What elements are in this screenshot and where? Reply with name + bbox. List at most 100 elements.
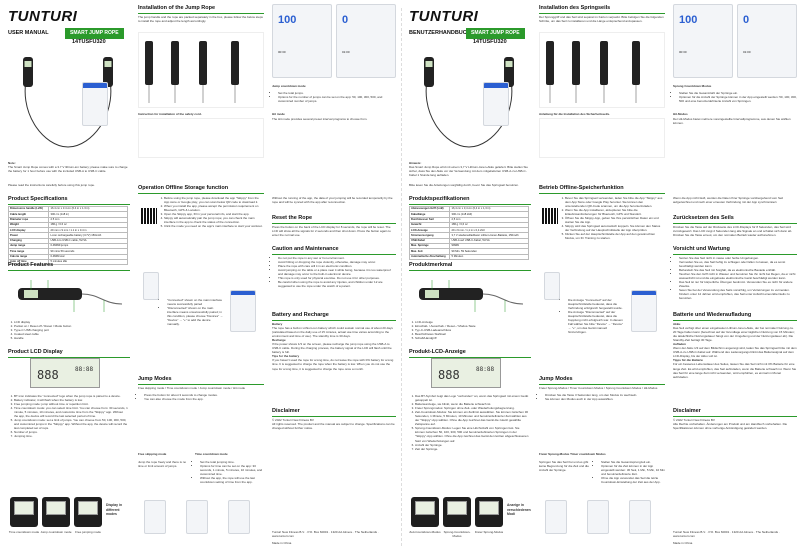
install-title: Installation of the Jump Rope bbox=[138, 5, 264, 15]
app-jump-count-2: 0 bbox=[342, 14, 349, 26]
mode-device-1 bbox=[10, 497, 38, 527]
mode-caption-3: Freier Sprung-Modus bbox=[474, 530, 504, 534]
svg-text:88:88: 88:88 bbox=[75, 366, 93, 373]
storage-steps-item: Bevor Sie das Springseil verwenden, lade… bbox=[565, 196, 665, 208]
lcd-list-item: Free jumping mode: jump without time or … bbox=[14, 402, 128, 406]
time-countdown-list-item: Optionen für die Zeit können in der App … bbox=[601, 464, 665, 476]
time-countdown-list: Set the total jumping time.Options for t… bbox=[196, 460, 264, 484]
caution-list-item: Place the rope with care will it in an e… bbox=[278, 264, 396, 268]
app-screens: 100 00:30 0 01:00 bbox=[673, 4, 797, 82]
note-block: Hinweis:Das Smart Jump Rope wird mit ein… bbox=[409, 161, 528, 178]
features-list-item: Handle bbox=[14, 336, 128, 340]
caution-list-item: Be careful when using the rope to avoid … bbox=[278, 280, 396, 288]
install-cord-diagram bbox=[539, 118, 665, 158]
time-countdown-list-item: Set the total jumping time. bbox=[200, 460, 264, 464]
lcd-list-item: Jumping time. bbox=[14, 434, 128, 438]
install-diagram bbox=[138, 32, 264, 108]
features-list-item: LCD-Anzeige bbox=[415, 320, 529, 324]
mode-caption-3: Free jumping mode bbox=[75, 530, 101, 534]
app-screen-1: 100 00:30 bbox=[272, 4, 332, 78]
reset-text: Press the button on the back of the LCD … bbox=[272, 225, 391, 238]
mode-caption-2: Jump countdown mode bbox=[40, 530, 72, 534]
storage-steps-item: Skippy wird das Springseil automatisch k… bbox=[565, 224, 665, 232]
manual-label: USER MANUAL bbox=[8, 30, 49, 36]
mode-phones bbox=[138, 500, 264, 544]
caution-title: Caution and Maintenance bbox=[272, 246, 396, 256]
read-instructions: Bitte lesen Sie die Anleitungen sorgfält… bbox=[409, 183, 519, 187]
spec-value: 5 minutes idle bbox=[48, 258, 128, 266]
lcd-list: BT icon indicates the "connected" logo w… bbox=[10, 394, 128, 439]
free-mode-text: Jump the rope freely and there is no tim… bbox=[138, 460, 187, 469]
svg-text:88:88: 88:88 bbox=[476, 366, 494, 373]
features-list-item: Schaft/Handgriff bbox=[415, 336, 529, 340]
jump-modes-rope bbox=[539, 408, 665, 450]
mode-device-2 bbox=[42, 497, 70, 527]
app-timer-2: 01:00 bbox=[743, 50, 751, 54]
features-list-item: Beschichtetes Stahlseil bbox=[415, 332, 529, 336]
time-countdown-list-item: Ohne die App verwendet das Seil die letz… bbox=[601, 476, 665, 484]
model-number: 14TUSFU320 bbox=[473, 39, 507, 45]
mode-caption-1: Time countdown mode bbox=[8, 530, 40, 534]
app-jump-count-2: 0 bbox=[743, 14, 750, 26]
jump-modes-title: Jump Modes bbox=[138, 376, 264, 386]
mode-device-2 bbox=[443, 497, 471, 527]
hit-mode-label: Hit mode bbox=[272, 112, 285, 116]
lcd-list-item: Zeit der Sprünge. bbox=[415, 447, 529, 451]
lcd-list-item: Das BT-Symbol zeigt das Logo "verbunden"… bbox=[415, 394, 529, 402]
spec-title: Product Specifications bbox=[8, 196, 130, 206]
note-block: Note:The Smart Jump Rope comes with a 3.… bbox=[8, 161, 128, 174]
reset-title: Reset the Rope bbox=[272, 215, 396, 225]
install-cord-diagram bbox=[138, 118, 264, 158]
jump-countdown-list: Set the total jumps.Options for the numb… bbox=[274, 91, 396, 103]
jump-modes-title: Jump Modes bbox=[539, 376, 665, 386]
features-list-item: Typ-C-USB-Ladeanschluss bbox=[415, 328, 529, 332]
free-mode-title: Freier Sprung-Modus Timer countdown Modu… bbox=[539, 452, 606, 456]
jump-modes-list: Press the button for about 3 seconds to … bbox=[140, 393, 264, 401]
caution-list-item: Das Seil ist nur für körperliche Übungen… bbox=[679, 280, 797, 288]
mode-devices: Display in different modes Time countdow… bbox=[8, 495, 130, 540]
mode-devices: Anzeige in verschiedenen Modi Zeit-Count… bbox=[409, 495, 531, 540]
hit-mode-label: Hit-Modus bbox=[673, 112, 688, 116]
storage-steps-item: Before using the jump rope, please downl… bbox=[164, 196, 264, 204]
features-title: Produktmerkmal bbox=[409, 262, 531, 272]
install-text: Der Sprunggriff und das Seil sind separa… bbox=[539, 15, 664, 24]
footer-address: Tunturi New Fitness B.V. · P.O. Box 6000… bbox=[673, 530, 780, 539]
install-diagram bbox=[539, 32, 665, 108]
free-mode-title: Free skipping mode bbox=[138, 452, 167, 456]
storage-steps-item: Open the Skippy app, fill in your person… bbox=[164, 212, 264, 216]
spec-table: Abmessungen Griff (LxB)16,4 cm x 3,4 cm … bbox=[408, 205, 529, 260]
lcd-title: Product LCD Display bbox=[8, 349, 130, 359]
jump-rope-illustration bbox=[23, 57, 113, 148]
caution-list: Do not put the rope in any wet or hot en… bbox=[274, 256, 396, 288]
lcd-display-diagram: 888 88:88 bbox=[431, 358, 501, 388]
jump-rope-illustration bbox=[424, 57, 514, 148]
product-badge: SMART JUMP ROPE bbox=[65, 28, 124, 39]
free-mode-text: Springen Sie das Seil frei und es gibt k… bbox=[539, 460, 589, 473]
svg-text:888: 888 bbox=[37, 368, 59, 382]
app-phone-preview bbox=[483, 82, 509, 126]
connect-notes-item: "Disconnected" shown on the main interfa… bbox=[167, 306, 223, 326]
caution-list-item: Tauchen Sie den Griff nicht in Wasser un… bbox=[679, 272, 797, 280]
caution-title: Vorsicht und Wartung bbox=[673, 246, 797, 256]
read-instructions: Please read the instructions carefully b… bbox=[8, 183, 95, 187]
lcd-title: Produkt-LCD-Anzeige bbox=[409, 349, 531, 359]
battery-title: Batterie und Wiederaufladung bbox=[673, 312, 797, 322]
app-main-screen bbox=[544, 272, 560, 300]
caution-list-item: Do not put the rope in any wet or hot en… bbox=[278, 256, 396, 260]
storage-steps-item: Klicken Sie auf der Hauptschnittstelle d… bbox=[565, 232, 665, 240]
time-countdown-title: Time countdown mode bbox=[195, 452, 228, 456]
app-jump-count: 100 bbox=[679, 14, 698, 26]
caution-list-item: Setzen Sie das Seil nicht in nasse oder … bbox=[679, 256, 797, 260]
storage-steps: Bevor Sie das Springseil verwenden, lade… bbox=[561, 196, 665, 241]
offline-text: Wenn die App nicht läuft, werden die Dat… bbox=[673, 196, 784, 205]
caution-list-item: Avoid jumping on the table or a place ne… bbox=[278, 268, 396, 276]
connect-notes: "Connected" shown on the main interface … bbox=[163, 298, 223, 326]
product-image bbox=[14, 52, 122, 152]
footer-address: Tunturi New Fitness B.V. · P.O. Box 6000… bbox=[272, 530, 379, 539]
manual-label: BENUTZERHANDBUCH bbox=[409, 30, 471, 36]
mode-phone-2 bbox=[587, 500, 609, 534]
lcd-list-item: Number of jumps. bbox=[14, 430, 128, 434]
footer-made-in: Made in China bbox=[272, 541, 292, 545]
